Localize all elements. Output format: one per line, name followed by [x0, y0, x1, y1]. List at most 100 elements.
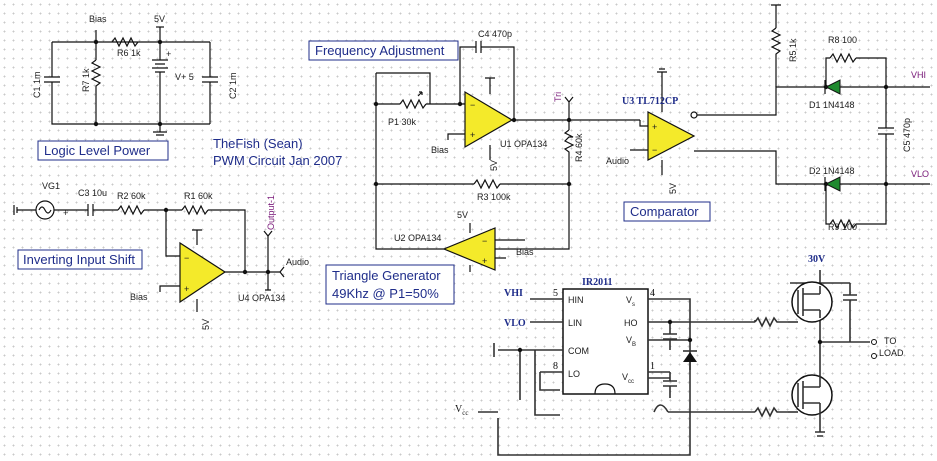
p1-label: P1 30k	[388, 117, 417, 127]
resistor-r2	[117, 204, 145, 216]
c1-label: C1 1m	[32, 71, 42, 98]
driver-vlo-label: VLO	[504, 318, 526, 329]
c4-label: C4 470p	[478, 29, 512, 39]
u2-plus: +	[482, 256, 487, 266]
potentiometer-p1	[399, 98, 427, 110]
bias-net-u2: Bias	[516, 247, 534, 257]
pin-5-number: 5	[553, 288, 558, 299]
logic-level-power-box	[37, 140, 169, 161]
u1-label: U1 OPA134	[500, 139, 547, 149]
c3-label: C3 10u	[78, 188, 107, 198]
u3-plus: +	[652, 122, 657, 132]
author-label: TheFish (Sean)	[213, 136, 303, 151]
low-side-mosfet	[791, 374, 833, 416]
comparator-title: Comparator	[630, 204, 699, 219]
frequency-adjustment-title: Frequency Adjustment	[315, 43, 445, 58]
inverting-input-title: Inverting Input Shift	[23, 252, 135, 267]
circuit-title: PWM Circuit Jan 2007	[213, 153, 342, 168]
frequency-adjustment-box	[308, 40, 459, 61]
triangle-generator-title: Triangle Generator	[332, 268, 441, 283]
resistor-r6	[111, 36, 139, 48]
opamp-u1	[464, 90, 514, 149]
resistor-r9	[829, 218, 857, 230]
opamp-u4	[179, 241, 227, 304]
output-diode-section	[770, 4, 930, 230]
vlo-net-label: VLO	[911, 169, 929, 179]
resistor-r1	[181, 204, 209, 216]
triangle-generator-section	[375, 41, 640, 272]
c2-label: C2 1m	[228, 72, 238, 99]
pin-vs: Vs	[626, 295, 635, 308]
diode-d2	[824, 176, 841, 192]
resistor-r4	[563, 129, 575, 160]
c5-label: C5 470p	[902, 118, 912, 152]
vg1-plus: +	[63, 208, 68, 218]
driver-vhi-label: VHI	[504, 288, 523, 299]
u3-5v: 5V	[668, 183, 678, 194]
capacitor-c3	[87, 204, 94, 216]
r3-label: R3 100k	[477, 192, 511, 202]
pin-com: COM	[568, 346, 589, 356]
ir2011-label: IR2011	[582, 277, 613, 288]
u4-plus: +	[184, 284, 189, 294]
bootstrap-diode	[683, 352, 697, 362]
battery-vplus	[152, 59, 168, 85]
triangle-generator-box	[325, 264, 455, 305]
pin-8-number: 8	[553, 361, 558, 372]
to-load-label-2: LOAD	[879, 348, 904, 358]
d2-label: D2 1N4148	[809, 166, 855, 176]
ir2011-chip	[562, 288, 649, 395]
vg1-label: VG1	[42, 181, 60, 191]
resistor-r7	[90, 59, 102, 88]
inverting-input-box	[17, 249, 143, 270]
bias-net-u4: Bias	[130, 292, 148, 302]
logic-level-power-title: Logic Level Power	[44, 143, 151, 158]
supply-30v-label: 30V	[808, 254, 826, 265]
r4-label: R4 60k	[574, 133, 584, 162]
r1-label: R1 60k	[184, 191, 213, 201]
r5-label: R5 1k	[788, 38, 798, 62]
vhi-net-label: VHI	[911, 70, 926, 80]
u3-label: U3 TL712CP	[622, 96, 678, 107]
u1-plus: +	[470, 130, 475, 140]
vplus-label: V+ 5	[175, 72, 194, 82]
u3-minus: −	[652, 145, 657, 155]
r7-label: R7 1k	[81, 68, 91, 92]
high-side-mosfet	[791, 281, 833, 323]
to-load-label-1: TO	[884, 336, 896, 346]
u1-minus: −	[470, 100, 475, 110]
tri-net-label: Tri	[553, 92, 563, 102]
capacitor-c2	[202, 76, 218, 92]
pin-lin: LIN	[568, 318, 582, 328]
vplus-plus-sign: +	[166, 49, 171, 59]
capacitor-c4	[475, 41, 482, 53]
u2-label: U2 OPA134	[394, 233, 441, 243]
r6-label: R6 1k	[117, 48, 141, 58]
pin-hin: HIN	[568, 295, 584, 305]
u4-label: U4 OPA134	[238, 293, 285, 303]
r9-label: R9 100	[828, 222, 857, 232]
r2-label: R2 60k	[117, 191, 146, 201]
output1-label: Output-1	[266, 195, 276, 230]
diode-d1	[824, 79, 841, 95]
u1-5v: 5V	[489, 160, 499, 171]
logic-power-section	[51, 26, 211, 136]
audio-net-u3: Audio	[606, 156, 629, 166]
inverting-input-section	[13, 200, 285, 312]
comparator-section	[630, 68, 800, 185]
u2-5v: 5V	[457, 210, 468, 220]
comparator-u3	[647, 111, 696, 161]
r8-label: R8 100	[828, 35, 857, 45]
pin-4-number: 4	[650, 288, 655, 299]
pin-lo: LO	[568, 369, 580, 379]
audio-net-u4: Audio	[286, 257, 309, 267]
triangle-generator-frequency: 49Khz @ P1=50%	[332, 286, 439, 301]
pin-ho: HO	[624, 318, 638, 328]
bias-net-u1: Bias	[431, 145, 449, 155]
resistor-r8	[829, 52, 857, 64]
u4-minus: −	[184, 253, 189, 263]
net-bias-label: Bias	[89, 14, 107, 24]
net-5v-label: 5V	[154, 14, 165, 24]
